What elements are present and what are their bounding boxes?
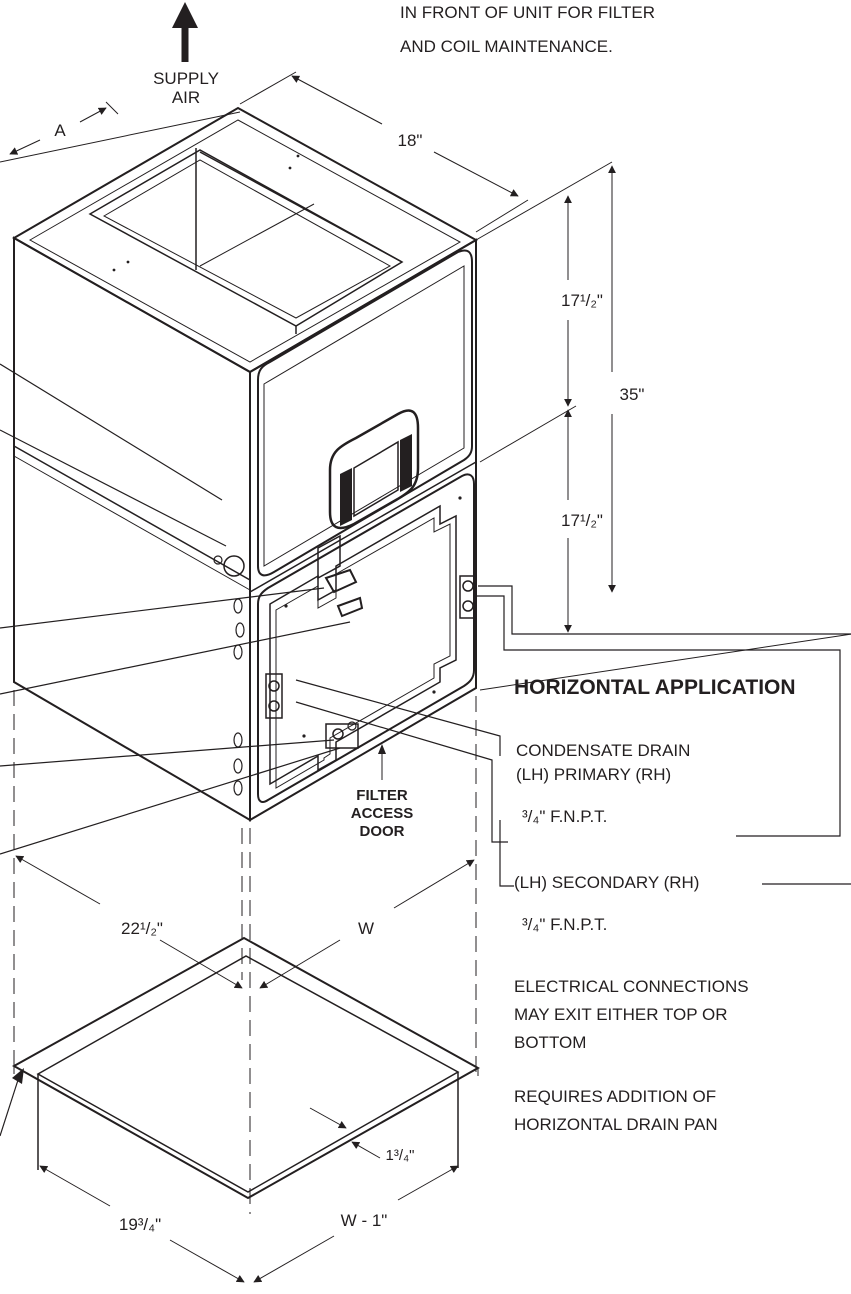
primary-drain-size: ³/₄" F.N.P.T.: [522, 807, 607, 826]
supply-air-label-2: AIR: [172, 88, 200, 107]
dimension-depth-base-label: 22¹/₂": [121, 919, 163, 938]
electrical-note-1: ELECTRICAL CONNECTIONS: [514, 977, 749, 996]
air-handler-unit: [11, 106, 479, 822]
dimension-depth-top-label: 18": [398, 131, 423, 150]
primary-drain-callout: [295, 585, 851, 887]
filter-door-label-2: ACCESS: [351, 805, 414, 822]
door-handle-icon: [328, 409, 420, 530]
header-note-line-2: AND COIL MAINTENANCE.: [400, 37, 613, 56]
secondary-drain-size: ³/₄" F.N.P.T.: [522, 915, 607, 934]
condensate-drain-label: CONDENSATE DRAIN: [516, 741, 690, 760]
header-note-line-1: IN FRONT OF UNIT FOR FILTER: [400, 3, 655, 22]
dimension-pan-width-label: W - 1": [341, 1211, 388, 1230]
supply-air-label-1: SUPPLY: [153, 69, 219, 88]
dimension-depth-top: [239, 71, 529, 233]
dimension-a: [0, 101, 241, 163]
dimension-height-lower-label: 17¹/₂": [561, 511, 603, 530]
horizontal-drain-pan: [11, 936, 481, 1283]
dimension-a-label: A: [54, 121, 66, 140]
primary-drain-label: (LH) PRIMARY (RH): [516, 765, 671, 784]
requires-note-2: HORIZONTAL DRAIN PAN: [514, 1115, 718, 1134]
dimension-width-label: W: [358, 919, 374, 938]
filter-door-label-3: DOOR: [360, 823, 405, 840]
requires-note-1: REQUIRES ADDITION OF: [514, 1087, 716, 1106]
leader-lines: [0, 363, 351, 1137]
filter-door-label-1: FILTER: [356, 787, 408, 804]
filter-door-arrow-icon: [378, 744, 386, 780]
electrical-note-2: MAY EXIT EITHER TOP OR: [514, 1005, 728, 1024]
projection-lines: [13, 690, 477, 1214]
electrical-note-3: BOTTOM: [514, 1033, 586, 1052]
dimension-pan-inset-label: 1³/₄": [386, 1147, 415, 1164]
dimension-base: [15, 855, 475, 989]
supply-air-arrow-icon: [172, 2, 198, 62]
secondary-drain-label: (LH) SECONDARY (RH): [514, 873, 699, 892]
dimension-height-total-label: 35": [620, 385, 645, 404]
notes-heading: HORIZONTAL APPLICATION: [514, 676, 796, 699]
dimension-height-upper-label: 17¹/₂": [561, 291, 603, 310]
dimension-pan-depth-label: 19³/₄": [119, 1215, 161, 1234]
dimension-height: [475, 161, 851, 691]
